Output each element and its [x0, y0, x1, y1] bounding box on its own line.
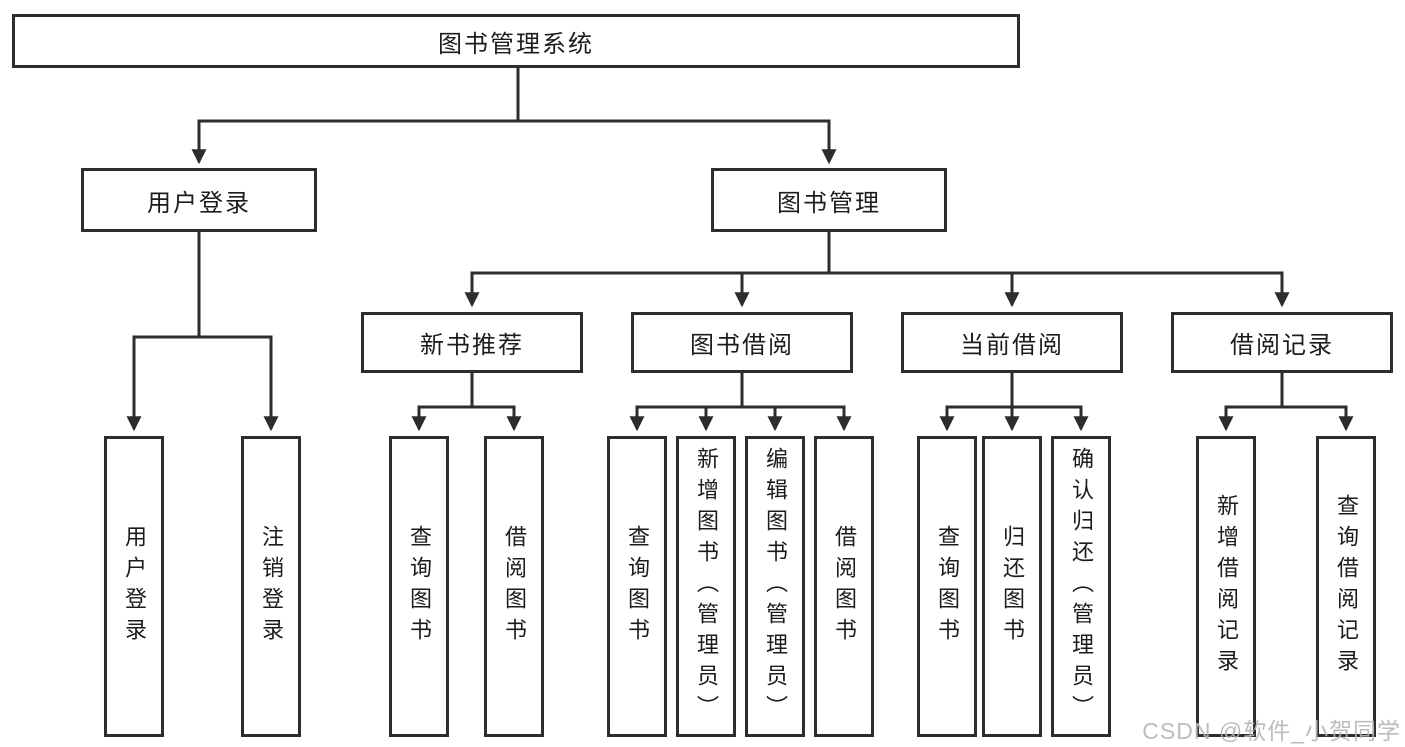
- node-label: 新增图书（管理员）: [694, 447, 719, 726]
- leaf-confirm-return-admin: 确认归还（管理员）: [1051, 436, 1111, 737]
- node-label: 确认归还（管理员）: [1069, 447, 1094, 726]
- node-book-borrowing: 图书借阅: [631, 312, 853, 373]
- node-label: 图书管理系统: [438, 30, 594, 58]
- node-book-management: 图书管理: [711, 168, 947, 232]
- node-borrow-records: 借阅记录: [1171, 312, 1393, 373]
- node-label: 用户登录: [122, 524, 147, 649]
- node-user-login: 用户登录: [81, 168, 317, 232]
- csdn-watermark: CSDN @软件_小贺同学: [1142, 718, 1401, 744]
- node-label: 查询借阅记录: [1334, 493, 1359, 680]
- leaf-user-login: 用户登录: [104, 436, 164, 737]
- leaf-return-books: 归还图书: [982, 436, 1042, 737]
- node-label: 借阅图书: [502, 524, 527, 649]
- node-label: 查询图书: [935, 524, 960, 649]
- node-label: 新书推荐: [420, 332, 524, 359]
- node-label: 新增借阅记录: [1214, 493, 1239, 680]
- node-new-book-recommend: 新书推荐: [361, 312, 583, 373]
- node-label: 图书借阅: [690, 332, 794, 359]
- node-label: 查询图书: [407, 524, 432, 649]
- leaf-query-books-borrowing: 查询图书: [607, 436, 667, 737]
- node-label: 归还图书: [1000, 524, 1025, 649]
- leaf-query-borrow-record: 查询借阅记录: [1316, 436, 1376, 737]
- node-label: 借阅图书: [832, 524, 857, 649]
- node-label: 图书管理: [777, 189, 881, 217]
- node-label: 借阅记录: [1230, 332, 1334, 359]
- node-label: 编辑图书（管理员）: [763, 447, 788, 726]
- connector-current-to-leaves: [945, 373, 1083, 409]
- node-current-borrowing: 当前借阅: [901, 312, 1123, 373]
- leaf-edit-book-admin: 编辑图书（管理员）: [745, 436, 805, 737]
- connector-bookmgmt-to-level2: [470, 232, 1284, 275]
- connector-root-to-level1: [197, 67, 831, 123]
- connector-borrowing-to-leaves: [635, 373, 846, 409]
- node-label: 注销登录: [259, 524, 284, 649]
- leaf-query-books-newbooks: 查询图书: [389, 436, 449, 737]
- leaf-borrow-books-newbooks: 借阅图书: [484, 436, 544, 737]
- node-label: 用户登录: [147, 189, 251, 217]
- node-label: 当前借阅: [960, 332, 1064, 359]
- leaf-query-books-current: 查询图书: [917, 436, 977, 737]
- node-label: 查询图书: [625, 524, 650, 649]
- leaf-borrow-books-borrowing: 借阅图书: [814, 436, 874, 737]
- connector-newbooks-to-leaves: [417, 373, 516, 409]
- connector-userlogin-to-leaves: [132, 232, 273, 339]
- leaf-add-borrow-record: 新增借阅记录: [1196, 436, 1256, 737]
- connector-records-to-leaves: [1224, 373, 1348, 409]
- node-library-management-system: 图书管理系统: [12, 14, 1020, 68]
- leaf-add-book-admin: 新增图书（管理员）: [676, 436, 736, 737]
- leaf-logout-login: 注销登录: [241, 436, 301, 737]
